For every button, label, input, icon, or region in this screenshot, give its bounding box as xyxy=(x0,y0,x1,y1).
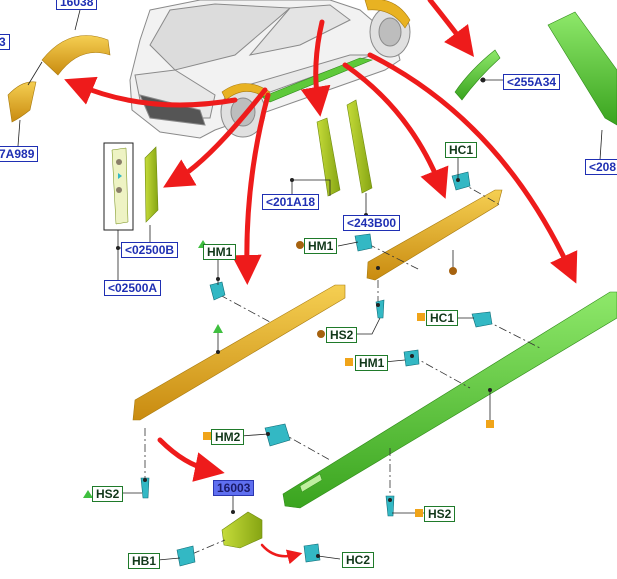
clip-hc1-mid xyxy=(471,311,493,328)
fastener-label-hc1-mid[interactable]: HC1 xyxy=(426,310,459,326)
sill-end-cap xyxy=(221,511,263,549)
part-label-16038[interactable]: 16038 xyxy=(56,0,98,10)
front-arch-moulding xyxy=(41,35,111,76)
markers xyxy=(83,77,494,558)
leader-line xyxy=(17,119,21,147)
part-label-3[interactable]: 3 xyxy=(0,34,10,50)
rear-arch-small-moulding xyxy=(454,49,501,101)
marker-circle xyxy=(296,241,304,249)
clip-hm1-left xyxy=(209,281,226,301)
fastener-label-hm1-lower[interactable]: HM1 xyxy=(355,355,389,371)
arrow-to-main-sill xyxy=(367,52,578,284)
main-sill-moulding xyxy=(282,291,617,509)
marker-triangle xyxy=(213,324,223,333)
inset-dot xyxy=(116,187,122,193)
marker-triangle xyxy=(83,490,93,498)
arrow-to-front-sill xyxy=(231,92,271,285)
part-label-7a989[interactable]: 7A989 xyxy=(0,146,39,162)
marker-square xyxy=(417,313,425,321)
car-rear-arch-trim xyxy=(364,0,411,29)
screw-hs2-right xyxy=(385,495,395,517)
part-label-201a18[interactable]: <201A18 xyxy=(262,194,320,210)
door-appliance-trim xyxy=(144,146,159,223)
leader-line xyxy=(291,179,331,196)
inset-dot xyxy=(116,159,122,165)
leader-line xyxy=(27,61,43,86)
red-arrows xyxy=(64,0,578,565)
part-label-02500b[interactable]: <02500B xyxy=(121,242,179,258)
clip-hm2 xyxy=(264,423,291,447)
arrow-to-front-arch xyxy=(64,76,238,108)
clip-hc2 xyxy=(303,543,321,563)
part-label-243b00[interactable]: <243B00 xyxy=(343,215,401,231)
arrow-to-rear-arch xyxy=(427,0,475,57)
fastener-label-hm1-left[interactable]: HM1 xyxy=(203,244,237,260)
arrow-to-end-cap xyxy=(157,437,225,482)
clip-hb1 xyxy=(176,545,196,567)
main-sill-end xyxy=(299,473,323,493)
assembly-lines xyxy=(144,181,541,555)
arrow-to-appliance xyxy=(163,87,268,188)
marker-square xyxy=(415,509,423,517)
rear-quarter-moulding xyxy=(547,11,617,126)
arrow-to-hc2 xyxy=(260,543,303,565)
part-label-16003[interactable]: 16003 xyxy=(213,480,255,496)
fastener-label-hm2[interactable]: HM2 xyxy=(211,429,245,445)
fastener-label-hs2-mid[interactable]: HS2 xyxy=(326,327,358,343)
fastener-label-hc2[interactable]: HC2 xyxy=(342,552,375,568)
front-arch-lower-moulding xyxy=(7,81,37,123)
fastener-label-hb1[interactable]: HB1 xyxy=(128,553,161,569)
marker-square xyxy=(345,358,353,366)
clip-hm1-mid xyxy=(354,233,373,252)
rear-sill-moulding xyxy=(366,189,503,281)
clip-hm1-lower xyxy=(403,349,420,367)
front-sill-moulding xyxy=(132,284,346,421)
part-label-208[interactable]: <208 xyxy=(585,159,617,175)
screw-hs2-mid xyxy=(375,299,385,319)
fastener-label-hs2-left[interactable]: HS2 xyxy=(92,486,124,502)
car-illustration xyxy=(129,0,411,139)
arrow-to-rear-sill xyxy=(342,62,449,199)
part-label-255a34[interactable]: <255A34 xyxy=(503,74,561,90)
part-label-02500a[interactable]: <02500A xyxy=(104,280,162,296)
inset-clip xyxy=(118,173,122,179)
leader-line xyxy=(74,9,81,31)
marker-square xyxy=(203,432,211,440)
marker-circle xyxy=(317,330,325,338)
screw-hs2-left xyxy=(140,477,150,499)
c-pillar-trim xyxy=(346,99,373,194)
marker-circle xyxy=(449,267,457,275)
fastener-label-hm1-mid[interactable]: HM1 xyxy=(304,238,338,254)
arrow-to-pillar xyxy=(300,19,331,117)
leader-line xyxy=(599,129,603,161)
appliance-inset-part xyxy=(111,147,129,225)
marker-square xyxy=(486,420,494,428)
clip-hc1-top xyxy=(451,171,471,191)
fastener-label-hc1-top[interactable]: HC1 xyxy=(445,142,478,158)
b-pillar-trim xyxy=(316,117,341,197)
clips xyxy=(140,171,493,567)
fastener-label-hs2-right[interactable]: HS2 xyxy=(424,506,456,522)
